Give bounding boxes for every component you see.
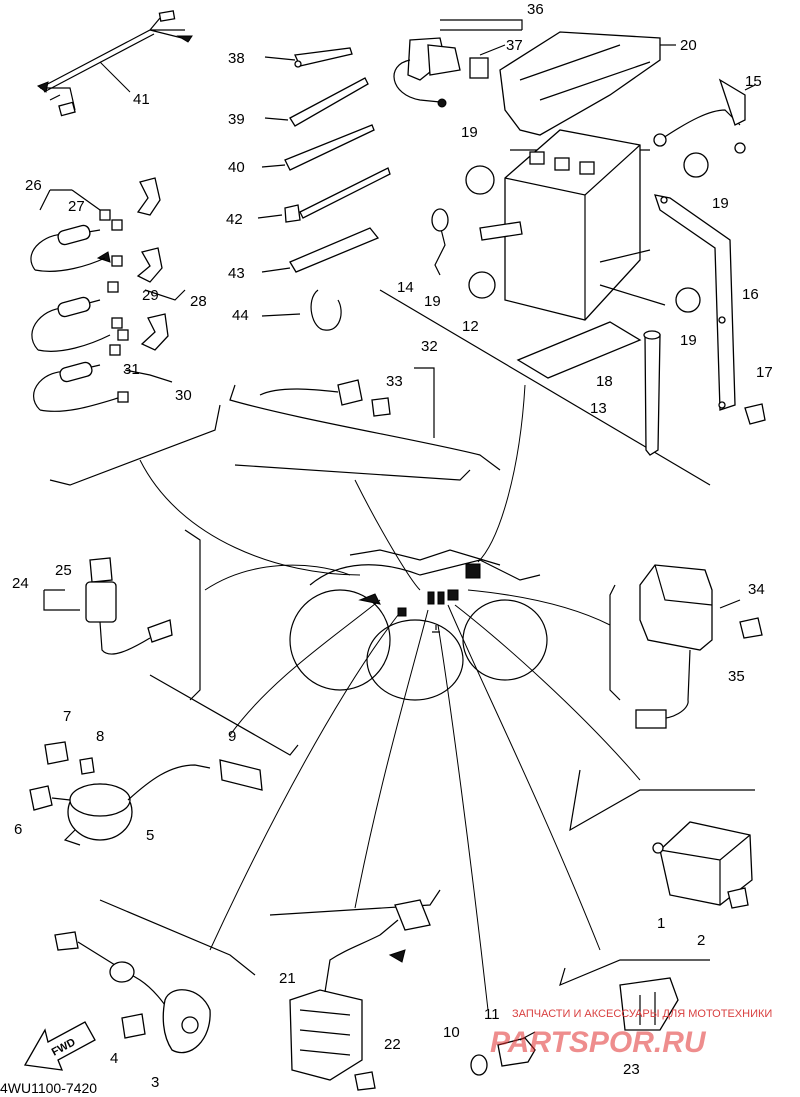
callout-4: 4 [110, 1050, 118, 1067]
callout-5: 5 [146, 827, 154, 844]
leader-curves [139, 384, 641, 1011]
rectifier-regulator-21 [289, 899, 431, 1091]
wire-harness-41 [36, 10, 193, 117]
callout-18: 18 [596, 373, 613, 390]
callout-30: 30 [175, 387, 192, 404]
callout-43: 43 [228, 265, 245, 282]
watermark: ЗАПЧАСТИ И АКСЕССУАРЫ ДЛЯ МОТОТЕХНИКИ PA… [490, 1008, 772, 1059]
callout-36: 36 [527, 1, 544, 18]
callout-40: 40 [228, 159, 245, 176]
callout-44: 44 [232, 307, 249, 324]
callout-19: 19 [712, 195, 729, 212]
callout-7: 7 [63, 708, 71, 725]
callout-17: 17 [756, 364, 773, 381]
callout-15: 15 [745, 73, 762, 90]
watermark-line2: PARTSPOR.RU [490, 1026, 707, 1059]
fuse-holder-23 [619, 977, 679, 1031]
relay-36-37 [393, 19, 676, 136]
callout-20: 20 [680, 37, 697, 54]
callout-28: 28 [190, 293, 207, 310]
callout-32: 32 [421, 338, 438, 355]
callout-11: 11 [484, 1006, 500, 1023]
callout-26: 26 [25, 177, 42, 194]
group-brackets [49, 384, 755, 987]
callout-29: 29 [142, 287, 159, 304]
wire-32-33 [259, 367, 435, 438]
sensor-group-26-31 [30, 177, 186, 412]
callout-6: 6 [14, 821, 22, 838]
callout-1: 1 [657, 915, 665, 932]
callout-8: 8 [96, 728, 104, 745]
callout-42: 42 [226, 211, 243, 228]
callout-38: 38 [228, 50, 245, 67]
callout-39: 39 [228, 111, 245, 128]
watermark-line1: ЗАПЧАСТИ И АКСЕССУАРЫ ДЛЯ МОТОТЕХНИКИ [512, 1008, 772, 1020]
callout-19: 19 [680, 332, 697, 349]
battery-assembly [379, 78, 766, 486]
callout-14: 14 [397, 279, 414, 296]
diagram-code: 4WU1100-7420 [0, 1080, 97, 1096]
regulator-34 [635, 564, 763, 729]
callout-35: 35 [728, 668, 745, 685]
callout-19: 19 [424, 293, 441, 310]
key-switch-24 [43, 557, 173, 655]
callout-9: 9 [228, 728, 236, 745]
callout-labels: 1 2 3 4 5 6 7 8 9 10 11 12 13 14 15 16 1… [12, 1, 773, 1091]
callout-41: 41 [133, 91, 150, 108]
callout-21: 21 [279, 970, 296, 987]
callout-33: 33 [386, 373, 403, 390]
callout-23: 23 [623, 1061, 640, 1078]
callout-31: 31 [123, 361, 140, 378]
callout-12: 12 [462, 318, 479, 335]
starter-relay-5 [29, 741, 263, 846]
callout-27: 27 [68, 198, 85, 215]
callout-16: 16 [742, 286, 759, 303]
callout-37: 37 [506, 37, 523, 54]
clips-38-44 [257, 47, 391, 331]
callout-13: 13 [590, 400, 607, 417]
callout-34: 34 [748, 581, 765, 598]
atv-outline [289, 549, 548, 701]
forward-arrow-icon: FWD [23, 1021, 96, 1071]
callout-19: 19 [461, 124, 478, 141]
callout-3: 3 [151, 1074, 159, 1091]
pickup-coil-3 [54, 931, 211, 1054]
callout-24: 24 [12, 575, 29, 592]
callout-2: 2 [697, 932, 705, 949]
callout-22: 22 [384, 1036, 401, 1053]
callout-25: 25 [55, 562, 72, 579]
callout-10: 10 [443, 1024, 460, 1041]
oil-switch-11 [470, 1031, 536, 1076]
igniter-unit-1 [652, 821, 753, 909]
